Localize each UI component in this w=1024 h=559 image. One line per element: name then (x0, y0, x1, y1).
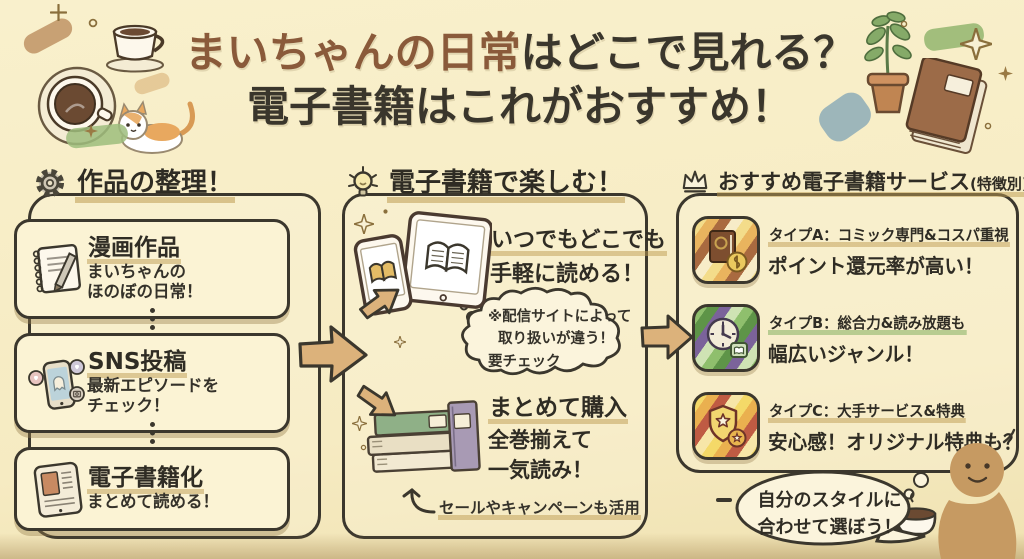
manga-desc-2: ほのぼの日常！ (87, 282, 203, 302)
arrow-right-icon (640, 314, 694, 360)
enjoy-header-label: 電子書籍で楽しむ！ (387, 162, 626, 203)
dot-icon (88, 18, 98, 28)
service-c-type: タイプC：大手サービス&特典 (768, 400, 966, 423)
phone-tablet-reading-icon (353, 211, 492, 316)
note-line1: ※配信サイトによって (488, 309, 632, 325)
organize-item-manga: 漫画作品 まいちゃんの ほのぼの日常！ (14, 219, 290, 319)
organize-item-sns: SNS投稿 最新エピソードを チェック！ (14, 333, 290, 433)
page-title: まいちゃんの日常はどこで見れる？ 電子書籍はこれがおすすめ！ (140, 26, 900, 134)
service-b-benefit: 幅広いジャンル！ (768, 342, 924, 366)
sns-desc-2: チェック！ (87, 396, 170, 416)
plus-sparkle-icon (50, 4, 67, 21)
arrow-right-icon (298, 325, 368, 383)
note-cloud-bubble (459, 286, 621, 376)
manga-title: 漫画作品 (87, 235, 181, 265)
service-a-type: タイプA：コミック専門&コスパ重視 (768, 224, 1010, 247)
crown-icon (682, 170, 708, 192)
sale-note: セールやキャンペーンも活用 (438, 496, 641, 520)
bulk-buy-line1: 全巻揃えて (488, 428, 592, 452)
title-rest: はどこで見れる？ (520, 28, 856, 77)
curved-arrow-icon (402, 488, 436, 514)
sparkle-icon (84, 124, 98, 138)
coffee-cup-top-icon (37, 66, 117, 146)
enjoy-header: 電子書籍で楽しむ！ (346, 162, 626, 203)
ebook-title: 電子書籍化 (87, 465, 204, 495)
title-line2: 電子書籍はこれがおすすめ！ (246, 81, 793, 131)
arrow-up-right-icon (359, 288, 400, 320)
title-highlight: まいちゃんの日常 (184, 28, 521, 77)
dot-icon (900, 20, 908, 28)
bulk-buy-title: まとめて購入 (488, 388, 628, 424)
gear-icon (35, 168, 65, 197)
note-line2: 取り扱いが違う！ (498, 331, 614, 348)
dotted-connector (150, 308, 155, 330)
title-line1: まいちゃんの日常はどこで見れる？ (140, 26, 900, 80)
service-a-benefit: ポイント還元率が高い！ (768, 254, 984, 278)
notebook-pencil-icon (32, 244, 81, 294)
ebook-desc-1: まとめて読める！ (87, 491, 219, 511)
bubble-line1: 自分のスタイルに (757, 490, 902, 511)
book-coin-icon (692, 216, 760, 284)
dot-icon (984, 122, 992, 130)
ereader-tablet-icon (33, 461, 83, 518)
service-b-type: タイプB：総合力&読み放題も (768, 312, 967, 335)
cat-icon (118, 100, 195, 154)
arrow-down-right-icon (356, 384, 397, 417)
flow-arrows (298, 288, 400, 417)
sparkle-icon (998, 66, 1013, 81)
sparkle-icon (354, 214, 374, 234)
sparkle-icon (960, 28, 992, 60)
bubble-connector-dash (716, 498, 732, 502)
brown-book-icon (905, 58, 988, 155)
read-anywhere-line2: 手軽に読める！ (490, 262, 645, 287)
speech-bubble (735, 470, 926, 546)
sns-desc-1: 最新エピソードを (87, 375, 219, 395)
organize-header: 作品の整理！ (32, 162, 236, 203)
organize-header-label: 作品の整理！ (75, 162, 236, 203)
plant-pot-icon (864, 11, 912, 114)
bulk-buy-line2: 一気読み！ (488, 458, 593, 482)
services-header-paren: (特徴別) (970, 175, 1024, 193)
shield-star-icon (692, 392, 760, 460)
coffee-cup-side-icon (106, 24, 165, 73)
manga-desc-1: まいちゃんの (87, 261, 186, 281)
sns-title: SNS投稿 (87, 349, 188, 379)
services-header: おすすめ電子書籍サービス(特徴別)！ (680, 166, 1024, 197)
note-line3: 要チェック (488, 353, 561, 370)
sparkle-icon (352, 416, 367, 431)
organize-item-ebook: 電子書籍化 まとめて読める！ (14, 447, 290, 531)
dotted-connector (150, 422, 155, 444)
bubble-text: 自分のスタイルに 合わせて選ぼう！ (752, 487, 907, 541)
bubble-line2: 合わせて選ぼう！ (757, 517, 902, 538)
dot-icon (383, 209, 388, 214)
dot-icon (360, 444, 367, 451)
clock-book-icon (692, 304, 760, 372)
note-cloud-text: ※配信サイトによって 取り扱いが違う！ 要チェック (488, 306, 631, 373)
book-stack-icon (366, 400, 481, 473)
sparkle-icon (394, 336, 406, 348)
services-header-label: おすすめ電子書籍サービス(特徴別)！ (717, 166, 1024, 197)
character-with-coffee (885, 428, 1017, 559)
read-anywhere-line1: いつでもどこでも (490, 222, 667, 256)
smartphone-sns-icon (28, 359, 85, 410)
lightbulb-icon (348, 165, 378, 196)
scribble-brown (20, 14, 76, 58)
